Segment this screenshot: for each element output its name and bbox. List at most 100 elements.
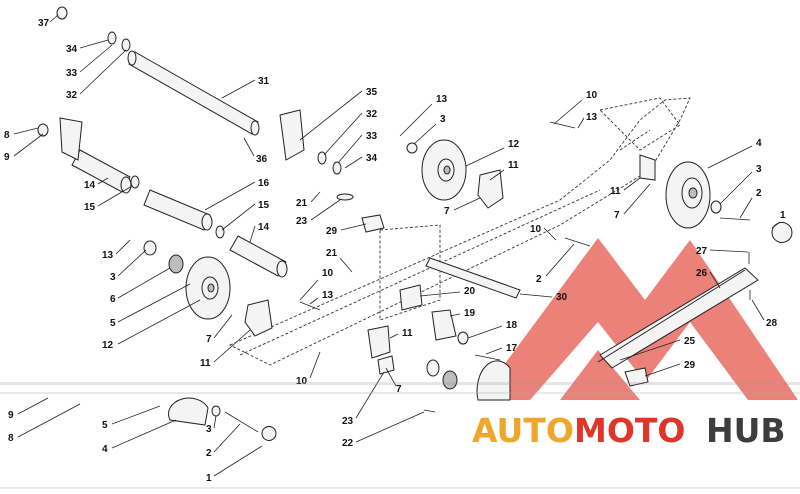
watermark-text: AUTO MOTO HUB [472,411,786,450]
idler-wheel-12-lower [185,256,231,320]
callout-31: 31 [221,76,270,99]
wheel-partial-center [476,360,511,401]
callout-13b: 13 [577,112,598,129]
svg-text:31: 31 [258,76,270,87]
callout-25: 25 [619,336,696,361]
svg-text:11: 11 [200,358,211,369]
callout-26: 26 [696,268,721,289]
svg-text:3: 3 [206,424,212,435]
svg-text:37: 37 [38,18,50,29]
callout-19: 19 [449,308,476,319]
watermark-logo [478,238,798,400]
svg-text:27: 27 [696,246,708,257]
svg-text:3: 3 [110,272,116,283]
callout-4a: 4 [707,138,762,169]
scan-noise-band [0,382,800,489]
callout-13a: 13 [399,94,448,137]
svg-text:8: 8 [4,130,10,141]
callout-1a: 1 [771,210,786,229]
callout-11a: 11 [489,160,519,181]
callout-14a: 14 [84,177,109,191]
callout-5b: 5 [102,405,161,431]
svg-text:29: 29 [326,226,338,237]
callout-10a: 10 [553,90,598,125]
shaft-14b [229,235,288,278]
svg-text:33: 33 [366,131,378,142]
shaft-31 [127,50,260,136]
shaft-30 [425,257,521,299]
svg-text:9: 9 [4,152,10,163]
callout-35: 35 [299,87,378,141]
callout-14b: 14 [249,222,270,243]
svg-text:23: 23 [296,216,308,227]
callout-16: 16 [204,178,270,211]
svg-text:4: 4 [102,444,108,455]
svg-text:30: 30 [556,292,568,303]
callout-2a: 2 [739,188,762,219]
svg-text:2: 2 [536,274,542,285]
callout-3a: 3 [413,114,446,145]
callout-30: 30 [519,292,568,303]
svg-text:5: 5 [102,420,108,431]
callout-23a: 23 [296,199,341,227]
callout-27: 27 [696,246,749,257]
shaft-16 [143,189,213,231]
svg-text:11: 11 [610,186,621,197]
svg-text:2: 2 [756,188,762,199]
svg-text:18: 18 [506,320,518,331]
svg-text:21: 21 [296,198,308,209]
shaft-14a [71,149,132,194]
washers [37,6,722,417]
callout-4b: 4 [102,419,177,455]
callout-7c: 7 [206,314,233,345]
svg-text:15: 15 [84,202,96,213]
svg-text:8: 8 [8,433,14,444]
svg-text:13: 13 [322,290,334,301]
svg-text:33: 33 [66,68,78,79]
svg-text:19: 19 [464,308,476,319]
callout-7b: 7 [614,183,651,221]
callout-2c: 2 [206,423,241,459]
svg-text:9: 9 [8,410,14,421]
svg-text:11: 11 [402,328,413,339]
svg-text:6: 6 [110,294,116,305]
brackets [59,109,793,441]
callout-17: 17 [485,343,518,355]
svg-text:17: 17 [506,343,518,354]
svg-text:16: 16 [258,178,270,189]
svg-text:7: 7 [614,210,620,221]
callout-11c: 11 [200,329,251,369]
callout-2b: 2 [536,243,575,285]
svg-text:7: 7 [206,334,212,345]
svg-text:7: 7 [396,384,402,395]
callout-29a: 29 [326,223,367,237]
svg-text:32: 32 [66,90,78,101]
callout-10b: 10 [530,224,557,241]
callout-10d: 10 [296,351,321,387]
svg-text:10: 10 [586,90,598,101]
svg-text:13: 13 [436,94,448,105]
callout-29b: 29 [644,360,696,377]
callout-1b: 1 [206,445,263,484]
callouts: 37 34 33 32 31 35 32 33 34 36 8 9 14 15 … [4,14,786,484]
callout-8b: 8 [8,403,81,444]
svg-text:34: 34 [66,44,78,55]
callout-34: 34 [66,39,109,55]
callout-13c: 13 [102,239,131,261]
callout-36: 36 [243,137,268,165]
watermark-moto: MOTO [574,411,685,450]
callout-20: 20 [419,286,476,297]
svg-text:29: 29 [684,360,696,371]
callout-11b: 11 [610,177,641,197]
arm-26 [597,267,759,369]
svg-text:35: 35 [366,87,378,98]
callout-12a: 12 [465,139,520,167]
callout-15a: 15 [84,185,133,213]
svg-text:7: 7 [444,206,450,217]
callout-22: 22 [342,411,425,449]
svg-text:28: 28 [766,318,778,329]
wheel-partial-left [168,397,209,426]
svg-text:5: 5 [110,318,116,329]
callout-3d: 3 [206,415,217,435]
